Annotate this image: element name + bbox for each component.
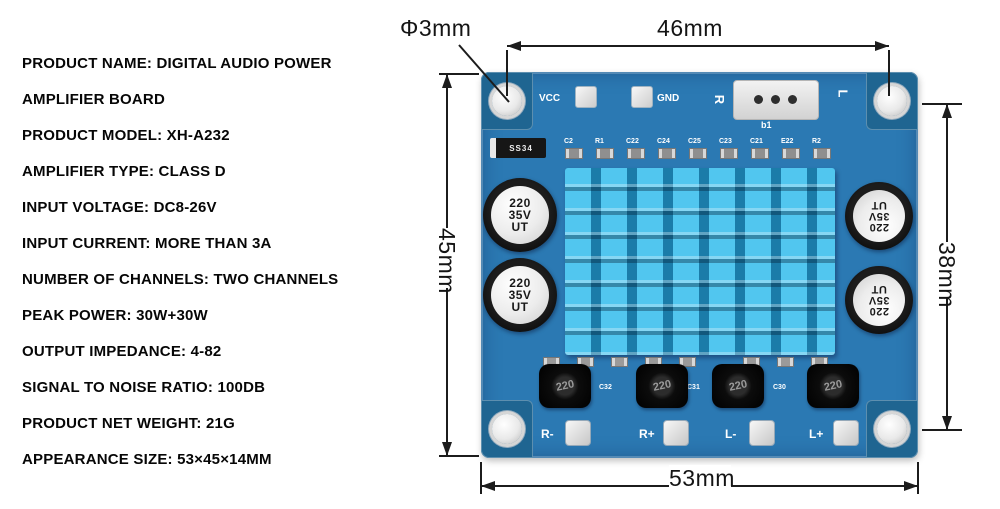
spec-input-voltage: INPUT VOLTAGE: DC8-26V [22, 199, 217, 216]
smd-component: C22 [626, 138, 645, 159]
gnd-pad [631, 86, 653, 108]
spec-input-current: INPUT CURRENT: MORE THAN 3A [22, 235, 272, 252]
silkscreen-r-plus: R+ [639, 427, 655, 441]
silkscreen-l-minus: L- [725, 427, 737, 441]
capacitor-marking: 220 35V UT [853, 190, 905, 242]
mounting-hole-bottom-left [481, 400, 533, 458]
capacitor-value: 220 [869, 221, 889, 234]
diode-ss34: SS34 [490, 138, 546, 158]
capacitor-series: UT [511, 220, 529, 234]
inductor-marking: 220 [727, 378, 749, 394]
capacitor-series: UT [871, 199, 887, 212]
pcb-board: VCC GND R b1 L SS34 C2 R1 C22 C24 C25 C2… [481, 72, 918, 458]
smd-ref-label: R1 [595, 138, 604, 145]
spec-list: PRODUCT NAME: DIGITAL AUDIO POWER AMPLIF… [22, 46, 418, 478]
connector-pin [788, 95, 797, 104]
smd-ref-label: C31 [687, 384, 700, 391]
smd-ref-label: R2 [812, 138, 821, 145]
smd-component: R2 [812, 138, 831, 159]
smd-ref-label: C21 [750, 138, 763, 145]
mounting-hole-ring [877, 86, 907, 116]
smd-component [679, 357, 696, 367]
silkscreen-b1: b1 [761, 120, 772, 130]
spec-amplifier-type: AMPLIFIER TYPE: CLASS D [22, 163, 226, 180]
mounting-hole-top-right [866, 72, 918, 130]
capacitor: 220 35V UT [845, 182, 913, 250]
smd-ref-label: E22 [781, 138, 794, 145]
silkscreen-vcc: VCC [539, 93, 561, 104]
capacitor-marking: 220 35V UT [491, 266, 549, 324]
capacitor-voltage: 35V [868, 294, 890, 307]
inductor-marking: 220 [651, 378, 673, 394]
dim-bottom-width-label: 53mm [669, 465, 735, 491]
capacitor-marking: 220 35V UT [491, 186, 549, 244]
spec-product-model: PRODUCT MODEL: XH-A232 [22, 127, 230, 144]
smd-ref-label: C32 [599, 384, 612, 391]
dim-left-height-label: 45mm [434, 228, 460, 294]
capacitor-voltage: 35V [868, 210, 890, 223]
smd-component [611, 357, 628, 367]
inductor: 220 [539, 364, 591, 408]
capacitor-series: UT [511, 300, 529, 314]
capacitor-voltage: 35V [508, 288, 532, 302]
capacitor-voltage: 35V [508, 208, 532, 222]
mounting-hole-ring [492, 86, 522, 116]
heatsink [565, 168, 835, 355]
capacitor-series: UT [871, 283, 887, 296]
connector-pin [771, 95, 780, 104]
dim-hole-diameter-label: Φ3mm [400, 15, 472, 41]
capacitor-value: 220 [869, 305, 889, 318]
inductor: 220 [807, 364, 859, 408]
mounting-hole-ring [877, 414, 907, 444]
spec-net-weight: PRODUCT NET WEIGHT: 21G [22, 415, 235, 432]
silkscreen-r-input: R [712, 94, 728, 105]
capacitor-value: 220 [509, 276, 531, 290]
mounting-hole-ring [492, 414, 522, 444]
smd-component: C25 [688, 138, 707, 159]
spec-impedance: OUTPUT IMPEDANCE: 4-82 [22, 343, 222, 360]
capacitor: 220 35V UT [483, 258, 557, 332]
mounting-hole-top-left [481, 72, 533, 130]
smd-component: C2 [564, 138, 583, 159]
output-pad-l-plus [833, 420, 859, 446]
inductor: 220 [636, 364, 688, 408]
inductor-marking: 220 [822, 378, 844, 394]
capacitor-value: 220 [509, 196, 531, 210]
silkscreen-l-plus: L+ [809, 427, 824, 441]
smd-ref-label: C2 [564, 138, 573, 145]
smd-component: C24 [657, 138, 676, 159]
smd-ref-label: C22 [626, 138, 639, 145]
silkscreen-r-minus: R- [541, 427, 554, 441]
output-pad-l-minus [749, 420, 775, 446]
smd-ref-label: C25 [688, 138, 701, 145]
dim-right-height-label: 38mm [934, 242, 960, 308]
spec-channels: NUMBER OF CHANNELS: TWO CHANNELS [22, 271, 339, 288]
dim-top-width-label: 46mm [657, 15, 723, 41]
vcc-pad [575, 86, 597, 108]
silkscreen-gnd: GND [657, 93, 680, 104]
spec-product-name: PRODUCT NAME: DIGITAL AUDIO POWER AMPLIF… [22, 55, 332, 108]
capacitor-marking: 220 35V UT [853, 274, 905, 326]
spec-peak-power: PEAK POWER: 30W+30W [22, 307, 208, 324]
audio-input-connector [733, 80, 819, 120]
smd-component: E22 [781, 138, 800, 159]
capacitor: 220 35V UT [845, 266, 913, 334]
smd-component: C21 [750, 138, 769, 159]
smd-component: R1 [595, 138, 614, 159]
smd-ref-label: C30 [773, 384, 786, 391]
smd-component [777, 357, 794, 367]
spec-snr: SIGNAL TO NOISE RATIO: 100DB [22, 379, 266, 396]
mounting-hole-bottom-right [866, 400, 918, 458]
capacitor: 220 35V UT [483, 178, 557, 252]
inductor-marking: 220 [554, 378, 576, 394]
smd-ref-label: C24 [657, 138, 670, 145]
inductor: 220 [712, 364, 764, 408]
silkscreen-l-input: L [835, 89, 851, 98]
spec-size: APPEARANCE SIZE: 53×45×14MM [22, 451, 272, 468]
output-pad-r-minus [565, 420, 591, 446]
connector-pin [754, 95, 763, 104]
output-pad-r-plus [663, 420, 689, 446]
smd-component: C23 [719, 138, 738, 159]
smd-ref-label: C23 [719, 138, 732, 145]
